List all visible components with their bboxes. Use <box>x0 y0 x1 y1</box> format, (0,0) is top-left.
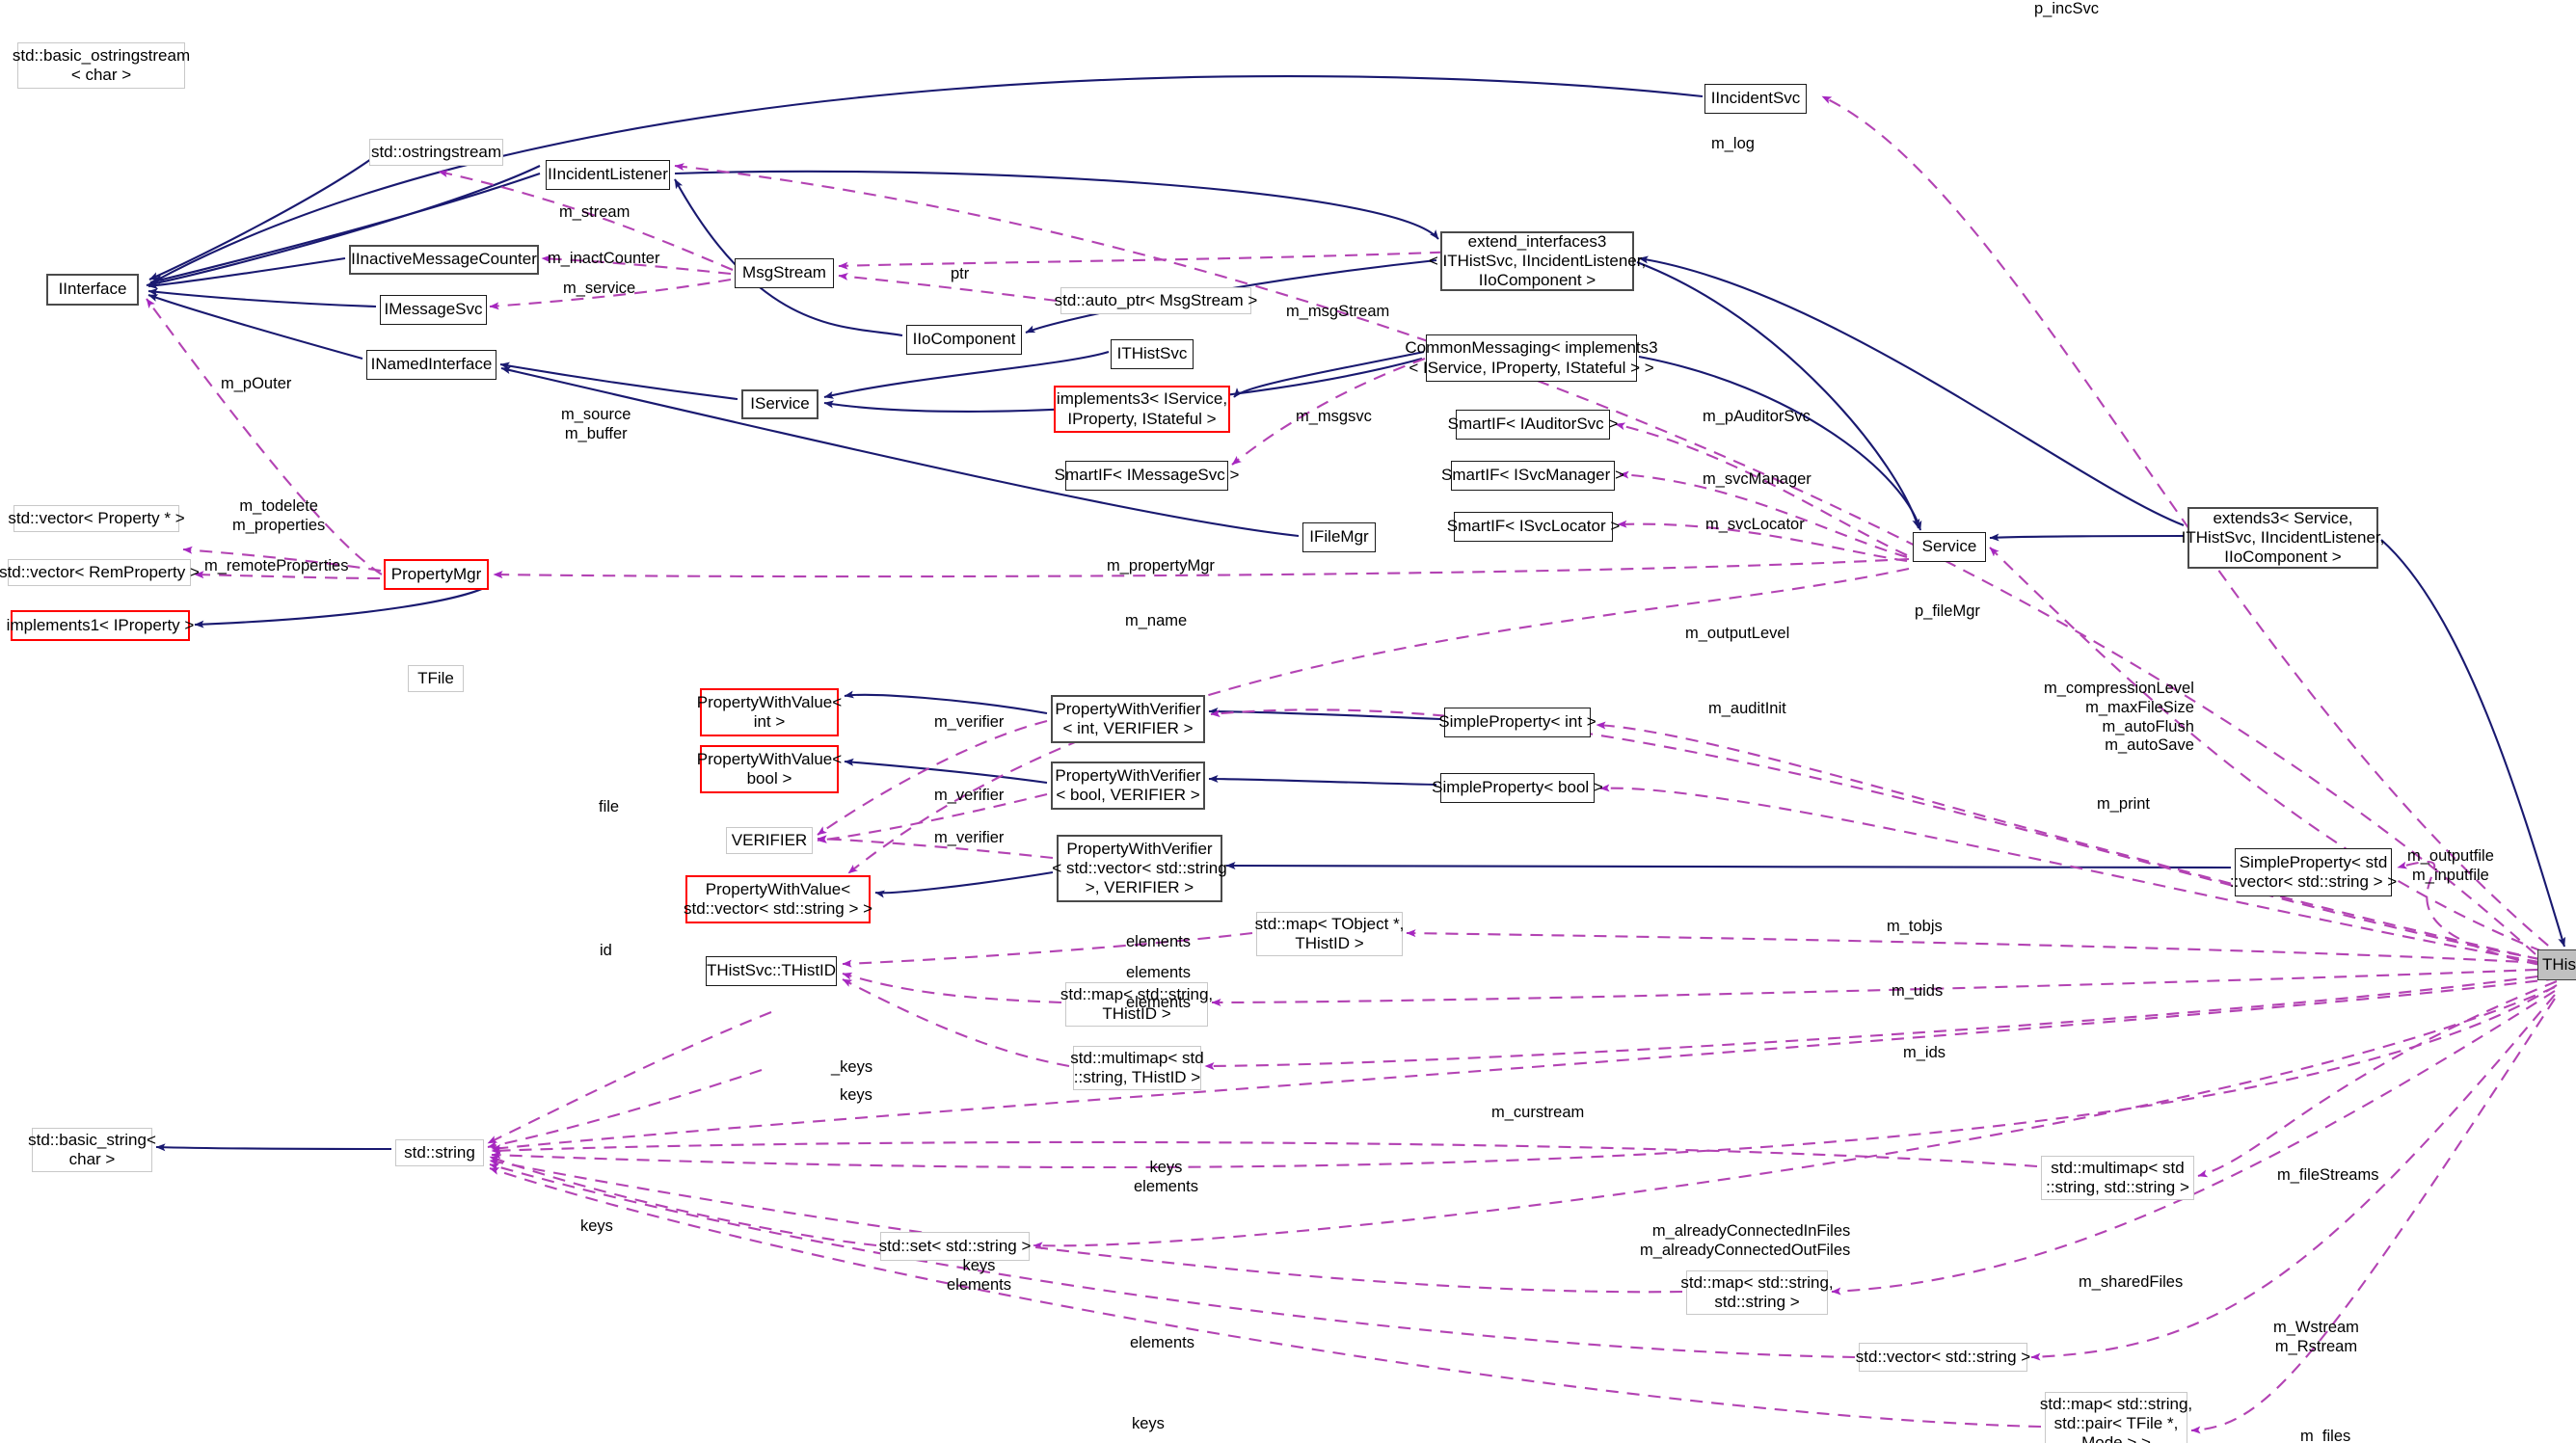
node-iinactivemessagecounter[interactable]: IInactiveMessageCounter <box>349 245 539 275</box>
node-commonmessaging[interactable]: CommonMessaging< implements3 < IService,… <box>1405 334 1658 382</box>
edge-label-m-files: m_files <box>2300 1428 2351 1443</box>
edge-label-m-outputlevel: m_outputLevel <box>1685 625 1790 642</box>
node-propertywithverifier-int[interactable]: PropertyWithVerifier < int, VERIFIER > <box>1051 695 1205 743</box>
edge-label-id: id <box>600 942 612 959</box>
edge-label-m-alreadyconnected: m_alreadyConnectedInFiles m_alreadyConne… <box>1640 1222 1851 1259</box>
edge-label-m-svcmanager: m_svcManager <box>1703 470 1811 488</box>
edge-label-m-remoteproperties: m_remoteProperties <box>204 557 349 575</box>
node-ithistsvc[interactable]: ITHistSvc <box>1111 339 1194 369</box>
node-ifilemgr[interactable]: IFileMgr <box>1302 522 1376 552</box>
node-iiocomponent[interactable]: IIoComponent <box>906 325 1022 355</box>
node-multimap-string-thistid[interactable]: std::multimap< std ::string, THistID > <box>1070 1046 1204 1090</box>
edge-label-m-sharedfiles: m_sharedFiles <box>2079 1273 2184 1291</box>
edge-label-elements-2: elements <box>1126 964 1191 981</box>
node-map-tobject-thistid[interactable]: std::map< TObject *, THistID > <box>1255 912 1404 956</box>
edge-label-m-msgstream: m_msgStream <box>1286 303 1390 320</box>
node-implements3[interactable]: implements3< IService, IProperty, IState… <box>1054 386 1230 433</box>
node-multimap-string-string[interactable]: std::multimap< std ::string, std::string… <box>2041 1156 2194 1200</box>
node-thistsvc-focus[interactable]: THistSvc <box>2537 949 2576 980</box>
edge-label-m-svclocator: m_svcLocator <box>1705 516 1805 533</box>
node-smartif-iauditorsvc[interactable]: SmartIF< IAuditorSvc > <box>1448 410 1618 440</box>
edge-label-m-auditinit: m_auditInit <box>1708 700 1786 717</box>
node-extend-interfaces3[interactable]: extend_interfaces3 < ITHistSvc, IInciden… <box>1428 231 1647 291</box>
edge-label-m-ids: m_ids <box>1903 1044 1946 1061</box>
edge-label-m-msgsvc: m_msgsvc <box>1296 408 1372 425</box>
node-vector-remproperty[interactable]: std::vector< RemProperty > <box>0 559 200 586</box>
edge-label-m-print: m_print <box>2097 795 2151 813</box>
node-basic-string-char[interactable]: std::basic_string< char > <box>28 1128 156 1172</box>
node-implements1-iproperty[interactable]: implements1< IProperty > <box>7 610 194 641</box>
node-iincidentlistener[interactable]: IIncidentListener <box>546 160 670 190</box>
node-propertywithverifier-vector[interactable]: PropertyWithVerifier < std::vector< std:… <box>1052 835 1227 902</box>
edge-label-p-incsvc: p_incSvc <box>2034 0 2099 17</box>
node-basic-ostringstream[interactable]: std::basic_ostringstream < char > <box>13 42 190 89</box>
node-vector-property-ptr[interactable]: std::vector< Property * > <box>8 505 185 532</box>
node-service[interactable]: Service <box>1913 532 1986 562</box>
node-smartif-isvclocator[interactable]: SmartIF< ISvcLocator > <box>1447 512 1620 542</box>
edge-label-keys-2: keys <box>580 1217 613 1235</box>
edge-label-keys-underscore: _keys <box>831 1058 873 1076</box>
node-iincidentsvc[interactable]: IIncidentSvc <box>1704 84 1807 114</box>
edge-label-m-curstream: m_curstream <box>1491 1104 1585 1121</box>
edge-label-keys-3: keys <box>1132 1415 1165 1432</box>
node-inamedinterface[interactable]: INamedInterface <box>366 350 496 380</box>
node-propertymgr[interactable]: PropertyMgr <box>384 559 489 590</box>
edge-label-m-verifier-int: m_verifier <box>934 713 1005 731</box>
node-map-string-string[interactable]: std::map< std::string, std::string > <box>1680 1270 1834 1315</box>
node-thistsvc-thistid[interactable]: THistSvc::THistID <box>706 956 837 986</box>
node-simpleproperty-int[interactable]: SimpleProperty< int > <box>1438 708 1597 737</box>
node-std-string[interactable]: std::string <box>395 1139 484 1166</box>
edge-label-m-tobjs: m_tobjs <box>1887 918 1943 935</box>
edge-label-file: file <box>599 798 620 815</box>
edge-label-m-inactcounter: m_inactCounter <box>548 250 660 267</box>
edge-label-m-uids: m_uids <box>1892 982 1944 1000</box>
node-propertywithvalue-vector[interactable]: PropertyWithValue< std::vector< std::str… <box>684 875 872 923</box>
edge-label-m-log: m_log <box>1711 135 1755 152</box>
edge-label-keys-1: keys <box>840 1086 872 1104</box>
edge-label-m-pauditorsvc: m_pAuditorSvc <box>1703 408 1811 425</box>
node-imessagesvc[interactable]: IMessageSvc <box>380 295 487 325</box>
node-iservice[interactable]: IService <box>741 389 818 419</box>
edge-label-m-stream: m_stream <box>559 203 631 221</box>
node-propertywithvalue-bool[interactable]: PropertyWithValue< bool > <box>697 745 842 793</box>
node-verifier[interactable]: VERIFIER <box>726 827 813 854</box>
edge-label-m-pouter: m_pOuter <box>221 375 292 392</box>
edge-label-m-name: m_name <box>1125 612 1188 629</box>
edge-label-m-todelete-m-properties: m_todelete m_properties <box>232 497 326 534</box>
node-msgstream[interactable]: MsgStream <box>735 258 834 288</box>
node-smartif-isvcmanager[interactable]: SmartIF< ISvcManager > <box>1441 461 1624 491</box>
edge-label-m-propertymgr: m_propertyMgr <box>1107 557 1215 575</box>
edge-label-m-filestreams: m_fileStreams <box>2277 1166 2379 1184</box>
node-propertywithvalue-int[interactable]: PropertyWithValue< int > <box>697 688 842 736</box>
edge-label-elements-3: elements <box>1126 994 1191 1011</box>
node-extends3[interactable]: extends3< Service, ITHistSvc, IIncidentL… <box>2182 507 2384 569</box>
node-simpleproperty-bool[interactable]: SimpleProperty< bool > <box>1432 773 1603 803</box>
edge-label-keys-elements-1: keys elements <box>1134 1159 1198 1195</box>
edge-label-m-source-m-buffer: m_source m_buffer <box>561 406 631 442</box>
node-simpleproperty-vector[interactable]: SimpleProperty< std ::vector< std::strin… <box>2230 848 2397 896</box>
edge-label-m-outputfile-m-inputfile: m_outputfile m_inputfile <box>2407 847 2494 884</box>
edge-label-m-wstream-m-rstream: m_Wstream m_Rstream <box>2273 1319 2359 1355</box>
edge-label-compression-group: m_compressionLevel m_maxFileSize m_autoF… <box>2044 680 2194 755</box>
edge-label-elements-1: elements <box>1126 933 1191 950</box>
edge-label-m-verifier-vector: m_verifier <box>934 829 1005 846</box>
edge-label-elements-4: elements <box>1130 1334 1194 1351</box>
edge-label-keys-elements-2: keys elements <box>947 1257 1011 1294</box>
node-tfile[interactable]: TFile <box>408 665 464 692</box>
edge-label-ptr: ptr <box>951 265 970 282</box>
edge-label-p-filemgr: p_fileMgr <box>1915 602 1980 620</box>
node-auto-ptr-msgstream[interactable]: std::auto_ptr< MsgStream > <box>1055 287 1257 314</box>
node-iinterface[interactable]: IInterface <box>46 274 139 306</box>
node-propertywithverifier-bool[interactable]: PropertyWithVerifier < bool, VERIFIER > <box>1051 762 1205 810</box>
node-map-string-pair-tfile[interactable]: std::map< std::string, std::pair< TFile … <box>2040 1392 2192 1443</box>
edge-label-m-service: m_service <box>563 280 636 297</box>
edge-label-m-verifier-bool: m_verifier <box>934 787 1005 804</box>
node-smartif-imessagesvc[interactable]: SmartIF< IMessageSvc > <box>1055 461 1239 491</box>
node-ostringstream[interactable]: std::ostringstream <box>369 139 503 166</box>
node-vector-string[interactable]: std::vector< std::string > <box>1856 1343 2030 1372</box>
